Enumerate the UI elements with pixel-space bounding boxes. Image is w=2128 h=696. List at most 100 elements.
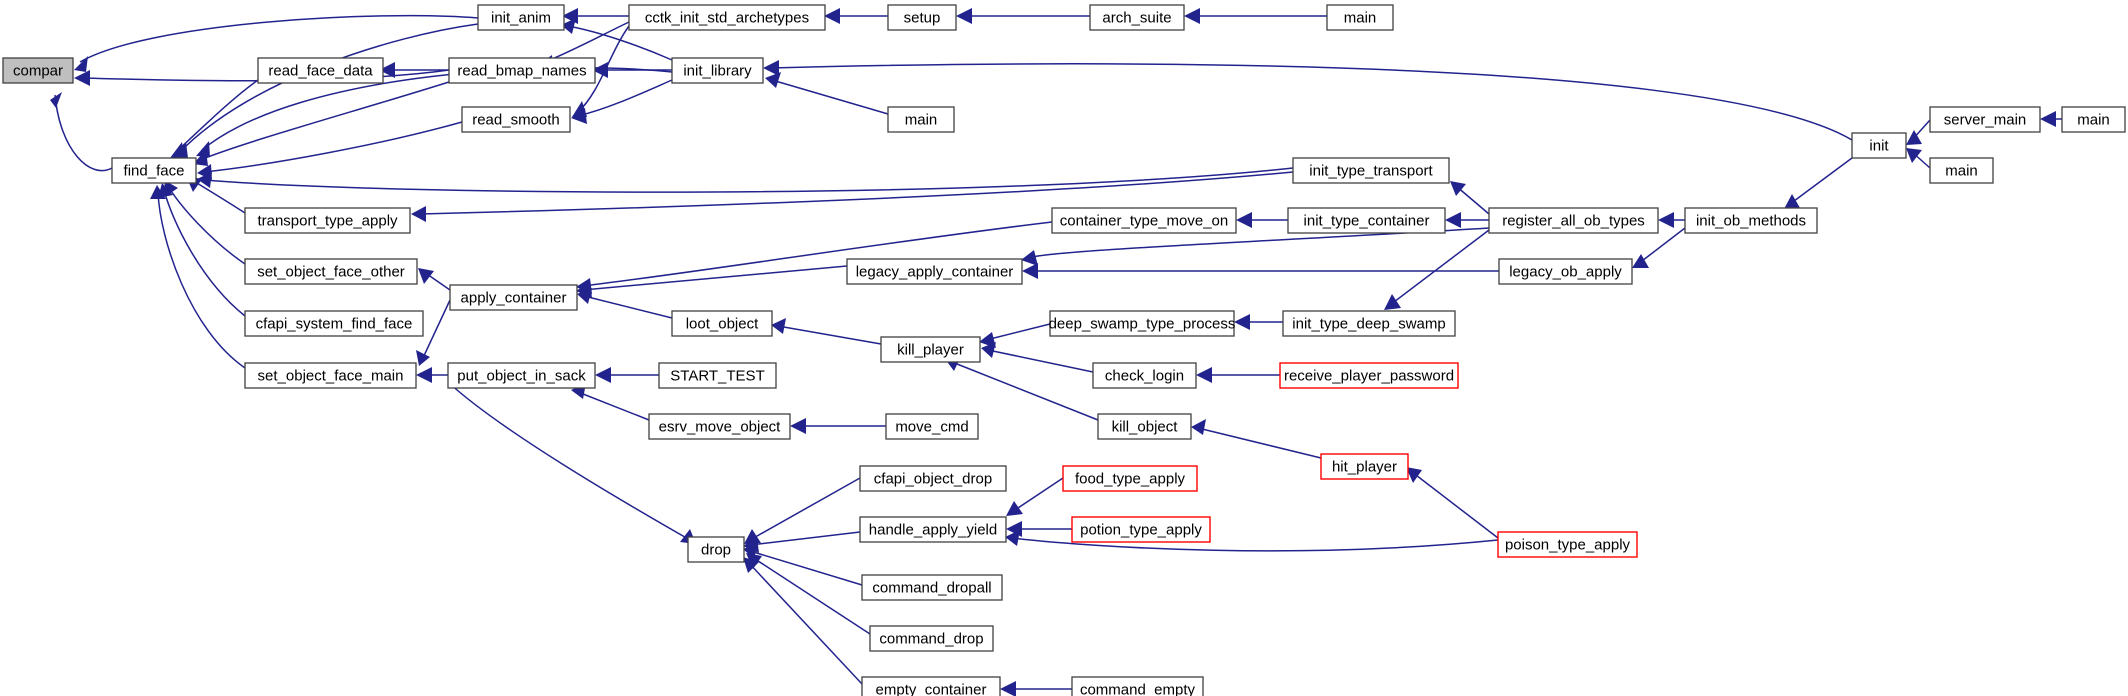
- node-box-server_main[interactable]: [1929, 106, 2041, 133]
- node-set_object_face_other[interactable]: set_object_face_other: [244, 258, 418, 285]
- node-box-find_face[interactable]: [111, 157, 197, 184]
- node-potion_type_apply[interactable]: potion_type_apply: [1071, 516, 1211, 543]
- node-command_drop[interactable]: command_drop: [869, 625, 994, 652]
- node-read_smooth[interactable]: read_smooth: [461, 106, 571, 133]
- node-box-esrv_move_object[interactable]: [648, 413, 791, 440]
- node-box-deep_swamp_type_process[interactable]: [1049, 310, 1235, 337]
- node-box-move_cmd[interactable]: [885, 413, 979, 440]
- node-kill_player[interactable]: kill_player: [880, 336, 981, 363]
- node-box-read_bmap_names[interactable]: [448, 57, 596, 84]
- node-empty_container[interactable]: empty_container: [861, 676, 1001, 696]
- node-poison_type_apply[interactable]: poison_type_apply: [1497, 531, 1638, 558]
- node-init_type_deep_swamp[interactable]: init_type_deep_swamp: [1282, 310, 1456, 337]
- node-compar[interactable]: compar: [2, 57, 74, 84]
- node-main_server[interactable]: main: [2061, 106, 2126, 133]
- node-box-init_type_deep_swamp[interactable]: [1282, 310, 1456, 337]
- node-box-START_TEST[interactable]: [658, 362, 777, 389]
- node-cfapi_object_drop[interactable]: cfapi_object_drop: [859, 465, 1007, 492]
- node-box-set_object_face_main[interactable]: [244, 362, 417, 389]
- node-START_TEST[interactable]: START_TEST: [658, 362, 777, 389]
- node-box-poison_type_apply[interactable]: [1497, 531, 1638, 558]
- node-put_object_in_sack[interactable]: put_object_in_sack: [447, 362, 596, 389]
- node-box-init_library[interactable]: [671, 57, 764, 84]
- node-box-food_type_apply[interactable]: [1062, 465, 1198, 492]
- node-main_lib[interactable]: main: [887, 106, 955, 133]
- node-container_type_move_on[interactable]: container_type_move_on: [1051, 207, 1237, 234]
- node-box-cfapi_system_find_face[interactable]: [244, 310, 424, 337]
- node-command_empty[interactable]: command_empty: [1071, 676, 1204, 696]
- node-command_dropall[interactable]: command_dropall: [861, 574, 1003, 601]
- node-cctk_init_std_archetypes[interactable]: cctk_init_std_archetypes: [628, 4, 826, 31]
- node-handle_apply_yield[interactable]: handle_apply_yield: [859, 516, 1007, 543]
- node-move_cmd[interactable]: move_cmd: [885, 413, 979, 440]
- node-box-drop[interactable]: [687, 536, 745, 563]
- node-cfapi_system_find_face[interactable]: cfapi_system_find_face: [244, 310, 424, 337]
- node-check_login[interactable]: check_login: [1092, 362, 1197, 389]
- node-box-receive_player_password[interactable]: [1279, 362, 1459, 389]
- node-server_main[interactable]: server_main: [1929, 106, 2041, 133]
- node-read_face_data[interactable]: read_face_data: [257, 57, 384, 84]
- node-box-init_type_transport[interactable]: [1292, 157, 1450, 184]
- node-legacy_ob_apply[interactable]: legacy_ob_apply: [1498, 258, 1633, 285]
- node-box-handle_apply_yield[interactable]: [859, 516, 1007, 543]
- node-box-empty_container[interactable]: [861, 676, 1001, 696]
- node-box-init_ob_methods[interactable]: [1684, 207, 1818, 234]
- node-receive_player_password[interactable]: receive_player_password: [1279, 362, 1459, 389]
- node-init_type_container[interactable]: init_type_container: [1287, 207, 1446, 234]
- node-box-transport_type_apply[interactable]: [244, 207, 411, 234]
- node-box-main_lib[interactable]: [887, 106, 955, 133]
- node-main_arch[interactable]: main: [1326, 4, 1394, 31]
- node-box-apply_container[interactable]: [449, 284, 578, 311]
- node-legacy_apply_container[interactable]: legacy_apply_container: [846, 258, 1023, 285]
- node-box-kill_player[interactable]: [880, 336, 981, 363]
- node-box-hit_player[interactable]: [1320, 453, 1409, 480]
- node-box-main_init[interactable]: [1929, 157, 1994, 184]
- node-box-container_type_move_on[interactable]: [1051, 207, 1237, 234]
- node-init[interactable]: init: [1851, 132, 1907, 159]
- node-box-init_anim[interactable]: [477, 4, 565, 31]
- node-set_object_face_main[interactable]: set_object_face_main: [244, 362, 417, 389]
- node-drop[interactable]: drop: [687, 536, 745, 563]
- node-box-cfapi_object_drop[interactable]: [859, 465, 1007, 492]
- node-box-init_type_container[interactable]: [1287, 207, 1446, 234]
- node-apply_container[interactable]: apply_container: [449, 284, 578, 311]
- node-box-command_dropall[interactable]: [861, 574, 1003, 601]
- node-box-check_login[interactable]: [1092, 362, 1197, 389]
- node-setup[interactable]: setup: [887, 4, 957, 31]
- node-box-cctk_init_std_archetypes[interactable]: [628, 4, 826, 31]
- node-box-loot_object[interactable]: [671, 310, 773, 337]
- node-box-main_arch[interactable]: [1326, 4, 1394, 31]
- node-find_face[interactable]: find_face: [111, 157, 197, 184]
- node-box-compar[interactable]: [2, 57, 74, 84]
- node-kill_object[interactable]: kill_object: [1097, 413, 1192, 440]
- node-deep_swamp_type_process[interactable]: deep_swamp_type_process: [1049, 310, 1236, 337]
- node-arch_suite[interactable]: arch_suite: [1089, 4, 1185, 31]
- node-init_library[interactable]: init_library: [671, 57, 764, 84]
- node-register_all_ob_types[interactable]: register_all_ob_types: [1488, 207, 1659, 234]
- node-hit_player[interactable]: hit_player: [1320, 453, 1409, 480]
- node-box-legacy_apply_container[interactable]: [846, 258, 1023, 285]
- node-box-main_server[interactable]: [2061, 106, 2126, 133]
- node-box-register_all_ob_types[interactable]: [1488, 207, 1659, 234]
- node-box-init[interactable]: [1851, 132, 1907, 159]
- node-box-read_face_data[interactable]: [257, 57, 384, 84]
- node-box-read_smooth[interactable]: [461, 106, 571, 133]
- node-read_bmap_names[interactable]: read_bmap_names: [448, 57, 596, 84]
- node-box-setup[interactable]: [887, 4, 957, 31]
- node-box-command_empty[interactable]: [1071, 676, 1204, 696]
- node-food_type_apply[interactable]: food_type_apply: [1062, 465, 1198, 492]
- node-box-potion_type_apply[interactable]: [1071, 516, 1211, 543]
- node-box-set_object_face_other[interactable]: [244, 258, 418, 285]
- node-loot_object[interactable]: loot_object: [671, 310, 773, 337]
- node-main_init[interactable]: main: [1929, 157, 1994, 184]
- node-box-command_drop[interactable]: [869, 625, 994, 652]
- node-esrv_move_object[interactable]: esrv_move_object: [648, 413, 791, 440]
- node-init_ob_methods[interactable]: init_ob_methods: [1684, 207, 1818, 234]
- node-box-put_object_in_sack[interactable]: [447, 362, 596, 389]
- node-init_type_transport[interactable]: init_type_transport: [1292, 157, 1450, 184]
- node-box-arch_suite[interactable]: [1089, 4, 1185, 31]
- node-box-kill_object[interactable]: [1097, 413, 1192, 440]
- node-box-legacy_ob_apply[interactable]: [1498, 258, 1633, 285]
- node-transport_type_apply[interactable]: transport_type_apply: [244, 207, 411, 234]
- node-init_anim[interactable]: init_anim: [477, 4, 565, 31]
